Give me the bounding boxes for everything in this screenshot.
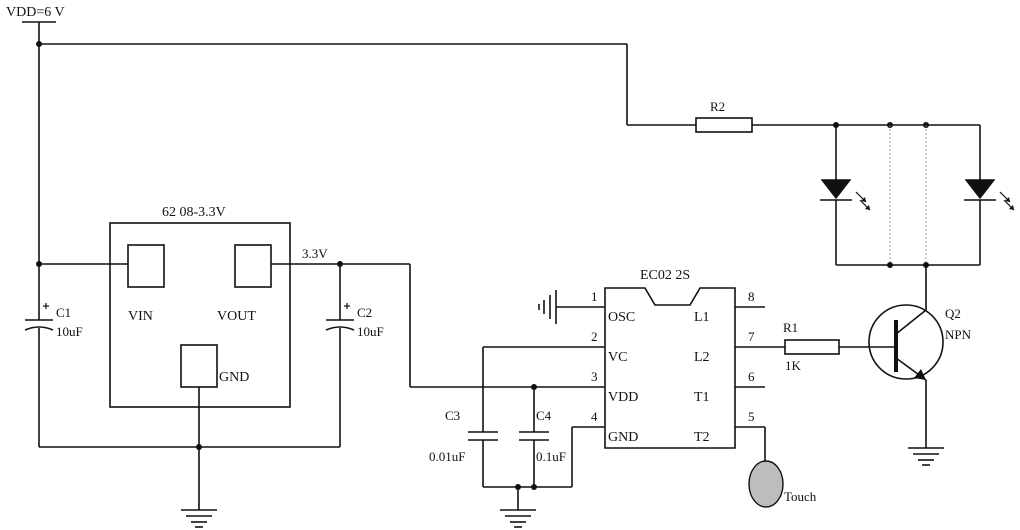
ic-pin-name: GND: [608, 430, 638, 445]
c3-ref: C3: [445, 408, 460, 423]
led-array: [820, 122, 1015, 308]
c1-ref: C1: [56, 305, 71, 320]
c4-ref: C4: [536, 408, 552, 423]
c2-ref: C2: [357, 305, 372, 320]
q2-ref: Q2: [945, 306, 961, 321]
ic-ground-wiring: [483, 426, 605, 528]
r1-value: 1K: [785, 358, 802, 373]
vdd-label: VDD=6 V: [6, 5, 65, 20]
ic-pin-number: 1: [591, 289, 598, 304]
ic-pin-number: 6: [748, 369, 755, 384]
c1-value: 10uF: [56, 324, 83, 339]
ic-ec022s: EC02 2S 1 2 3 4 OSC VC VDD GND L1 L2 T1 …: [591, 268, 785, 449]
regulator-wiring: 3.3V: [36, 246, 410, 510]
regulator-pin-vin: VIN: [128, 309, 153, 324]
touch-pad: Touch: [748, 427, 817, 508]
ic-name: EC02 2S: [640, 268, 690, 283]
regulator-name: 62 08-3.3V: [162, 205, 226, 220]
r2-ref: R2: [710, 99, 725, 114]
regulator-pin-vout: VOUT: [217, 309, 256, 324]
ic-pin-number: 8: [748, 289, 755, 304]
ic-pin-number: 5: [748, 409, 755, 424]
ground-symbol-regulator: [181, 509, 217, 528]
capacitor-c3: C3 0.01uF: [429, 346, 605, 487]
ic-pin-number: 2: [591, 329, 598, 344]
c3-value: 0.01uF: [429, 449, 465, 464]
ic-pin-number: 4: [591, 409, 598, 424]
ground-symbol-osc: [538, 290, 605, 324]
capacitor-c2: C2 10uF: [325, 264, 384, 447]
resistor-r1: R1 1K: [783, 320, 876, 373]
ic-pin-name: T1: [694, 390, 710, 405]
ic-pin-name: OSC: [608, 310, 635, 325]
touch-label: Touch: [784, 489, 817, 504]
vdd-3v3-wire: [409, 264, 605, 390]
c2-value: 10uF: [357, 324, 384, 339]
gnd-pad: [180, 344, 218, 388]
r1-ref: R1: [783, 320, 798, 335]
capacitor-c1: C1 10uF: [24, 264, 83, 447]
transistor-q2: Q2 NPN: [868, 304, 972, 448]
vout-pad: [234, 244, 272, 288]
capacitor-c4: C4 0.1uF: [519, 387, 566, 487]
ic-pin-name: L1: [694, 310, 710, 325]
resistor-r2: R2: [695, 99, 753, 133]
regulator-pin-gnd: GND: [219, 370, 249, 385]
led-2: [964, 125, 1015, 265]
q2-type: NPN: [945, 327, 972, 342]
vin-pad: [127, 244, 165, 288]
c4-value: 0.1uF: [536, 449, 566, 464]
ic-pin-name: L2: [694, 350, 710, 365]
regulator: 62 08-3.3V VIN VOUT GND: [109, 205, 291, 408]
led-1: [820, 125, 871, 265]
ic-pin-number: 7: [748, 329, 755, 344]
ic-pin-number: 3: [591, 369, 598, 384]
ground-symbol-q2: [908, 447, 944, 466]
output-voltage-label: 3.3V: [302, 246, 328, 261]
top-rail-wire: [39, 43, 980, 126]
ic-pin-name: VC: [608, 350, 627, 365]
ic-pin-name: VDD: [608, 390, 638, 405]
ic-pin-name: T2: [694, 430, 710, 445]
